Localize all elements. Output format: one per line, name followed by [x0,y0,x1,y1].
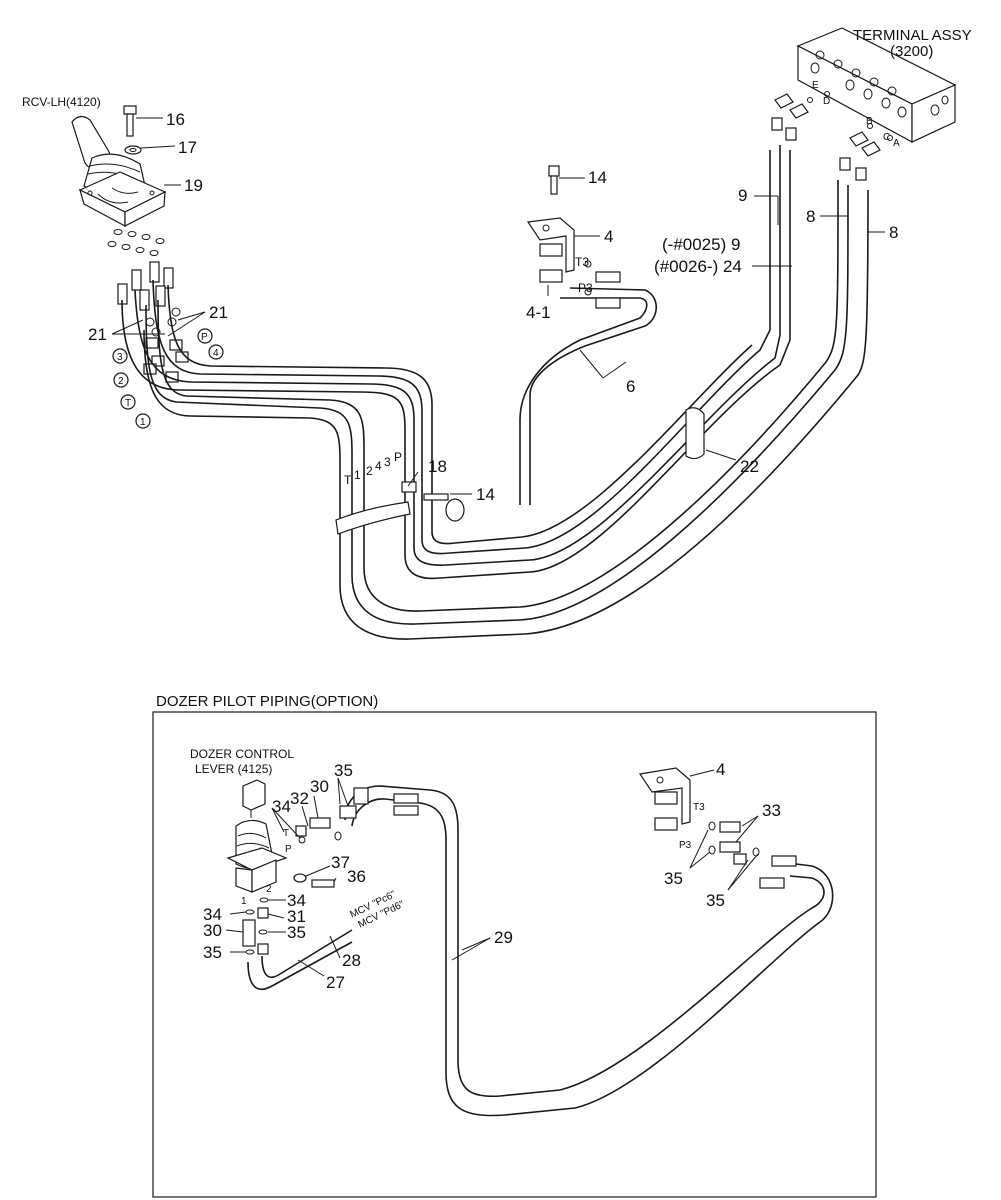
dozer-lever-fittings [242,817,342,955]
dozer-tag-1: 1 [241,896,247,907]
rcv-lh-label: RCV-LH(4120) [22,95,101,109]
dozer-callout-30-b: 30 [203,921,222,940]
dozer-callout-4: 4 [716,760,725,779]
bolt-14-lower [423,493,465,522]
tag-t3-upper: T3 [575,255,589,269]
dozer-control-lever [226,779,288,893]
callout-17: 17 [178,138,197,157]
port-p-marker: P [201,332,208,343]
port-a: A [893,138,900,149]
dozer-callout-30-a: 30 [310,777,329,796]
dozer-section-title: DOZER PILOT PIPING(OPTION) [156,693,378,710]
callout-6: 6 [626,377,635,396]
callout-21-left: 21 [88,325,107,344]
port-c: C [883,132,890,143]
dozer-callout-27: 27 [326,973,345,992]
dozer-bracket-4 [638,767,760,865]
callout-4-1: 4-1 [526,303,551,322]
upper-hose-harness [121,145,869,640]
dozer-leaders [225,769,759,977]
serial-range-b: (#0026-) 24 [654,257,742,276]
dozer-tag-2: 2 [266,884,272,895]
dozer-callout-31: 31 [287,907,306,926]
dozer-lever-label-2: LEVER (4125) [195,762,272,776]
dozer-callout-35-c: 35 [334,761,353,780]
terminal-assy-code: (3200) [890,43,933,60]
clamp-18 [335,481,417,535]
terminal-fittings [771,91,893,181]
port-markers [112,328,224,429]
dozer-hose-ends [339,787,797,889]
dozer-tag-p: P [285,844,292,855]
dozer-callout-32: 32 [290,789,309,808]
dozer-hoses [247,785,834,1117]
callout-8-inner: 8 [806,207,815,226]
callout-21-right: 21 [209,303,228,322]
serial-range-a: (-#0025) 9 [662,235,740,254]
dozer-callout-36: 36 [347,867,366,886]
terminal-assy-block [796,27,957,144]
dozer-tag-t: T [283,828,289,839]
callout-14-upper: 14 [588,168,607,187]
tag-p3-upper: P3 [578,281,593,295]
port-b: B [866,116,873,127]
port-4-marker: 4 [213,348,219,359]
port-d: D [823,96,830,107]
callout-22: 22 [740,457,759,476]
pipe-tag-4: 4 [375,459,382,473]
pipe-tag-t: T [344,473,352,487]
bolt-16 [123,105,137,137]
pipe-tag-2: 2 [366,464,373,478]
port-e: E [812,80,819,91]
dozer-callout-35-d: 35 [287,923,306,942]
dozer-lever-label-1: DOZER CONTROL [190,747,294,761]
rcv-fittings [117,261,189,383]
clamp-22 [685,407,705,460]
callout-14-lower: 14 [476,485,495,504]
callout-4-upper: 4 [604,227,613,246]
dozer-callout-29: 29 [494,928,513,947]
callout-18: 18 [428,457,447,476]
dozer-callout-34-a: 34 [272,797,291,816]
washer-17 [124,145,142,155]
dozer-callout-35-a: 35 [664,869,683,888]
callout-9: 9 [738,186,747,205]
dozer-callout-28: 28 [342,951,361,970]
dozer-callout-35-b: 35 [706,891,725,910]
port-t-marker: T [125,398,131,409]
bolt-14-upper [548,165,560,195]
dozer-tag-t3: T3 [693,802,705,813]
pipe-tag-1: 1 [354,468,361,482]
callout-19: 19 [184,176,203,195]
callout-16: 16 [166,110,185,129]
dozer-frame [152,711,877,1198]
upper-leaders [111,177,885,495]
rcv-lh-joystick [71,115,167,256]
terminal-assy-label: TERMINAL ASSY [853,27,972,44]
port-3-marker: 3 [117,352,123,363]
dozer-callout-34-c: 34 [203,905,222,924]
dozer-tag-p3: P3 [679,840,692,851]
pipe-tag-p: P [394,450,402,464]
dozer-callout-37: 37 [331,853,350,872]
callout-8-outer: 8 [889,223,898,242]
dozer-callout-33: 33 [762,801,781,820]
pipe-tag-3: 3 [384,455,391,469]
dozer-callout-34-b: 34 [287,891,306,910]
bracket-4 [526,217,621,309]
port-1-marker: 1 [140,417,146,428]
port-2-marker: 2 [118,376,124,387]
dozer-callout-35-e: 35 [203,943,222,962]
